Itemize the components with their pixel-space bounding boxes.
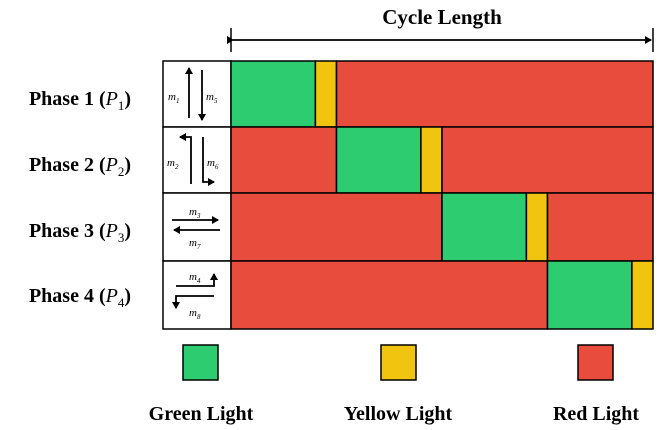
legend-label-red: Red Light: [553, 403, 639, 425]
phase-3-yellow-segment: [525, 192, 549, 262]
movement-label: m1: [168, 91, 179, 105]
phase-labels: Phase 1 (P1) Phase 2 (P2) Phase 3 (P3) P…: [29, 88, 131, 310]
phase-label-2: Phase 2 (P2): [29, 154, 131, 179]
phase-1-yellow-segment: [314, 60, 338, 128]
phase-2-red-segment: [230, 126, 338, 194]
movement-label: m2: [167, 157, 179, 171]
signal-timeline: [230, 60, 654, 330]
legend-label-green: Green Light: [149, 403, 254, 425]
phase-2-yellow-segment: [420, 126, 443, 194]
legend-swatch-red: [577, 344, 614, 381]
phase-4-yellow-segment: [631, 260, 654, 330]
cycle-length-label: Cycle Length: [382, 5, 502, 29]
movement-label: m7: [189, 237, 201, 251]
movement-label: m3: [189, 206, 201, 220]
phase-1-red-segment: [335, 60, 654, 128]
left-turn-arrows-icon: m2 m6: [162, 126, 232, 194]
horizontal-opposite-arrows-icon: m3 m7: [162, 192, 232, 262]
phase-1-green-segment: [230, 60, 317, 128]
legend-swatch-yellow: [380, 344, 417, 381]
phase-3-green-segment: [441, 192, 528, 262]
legend: Green Light Yellow Light Red Light: [149, 344, 639, 425]
phase-4-red-segment: [230, 260, 549, 330]
phase-3-red-segment: [546, 192, 654, 262]
horizontal-left-turn-arrows-icon: m4 m8: [162, 260, 232, 330]
phase-3-red-segment: [230, 192, 443, 262]
phase-2-red-segment: [441, 126, 654, 194]
phase-4-green-segment: [546, 260, 633, 330]
phase-label-3: Phase 3 (P3): [29, 220, 131, 245]
phase-2-green-segment: [335, 126, 422, 194]
vertical-opposite-arrows-icon: m1 m5: [162, 60, 232, 128]
phase-label-1: Phase 1 (P1): [29, 88, 131, 113]
movement-label: m4: [189, 271, 201, 285]
movement-label: m6: [207, 157, 219, 171]
legend-label-yellow: Yellow Light: [344, 403, 453, 425]
phase-label-4: Phase 4 (P4): [29, 285, 131, 310]
movement-label: m5: [206, 91, 218, 105]
movement-label: m8: [189, 307, 201, 321]
cycle-length-indicator: Cycle Length: [227, 5, 654, 52]
movement-icons: m1 m5 m2 m6 m3 m7 m4 m8: [162, 60, 232, 330]
legend-swatch-green: [182, 344, 219, 381]
